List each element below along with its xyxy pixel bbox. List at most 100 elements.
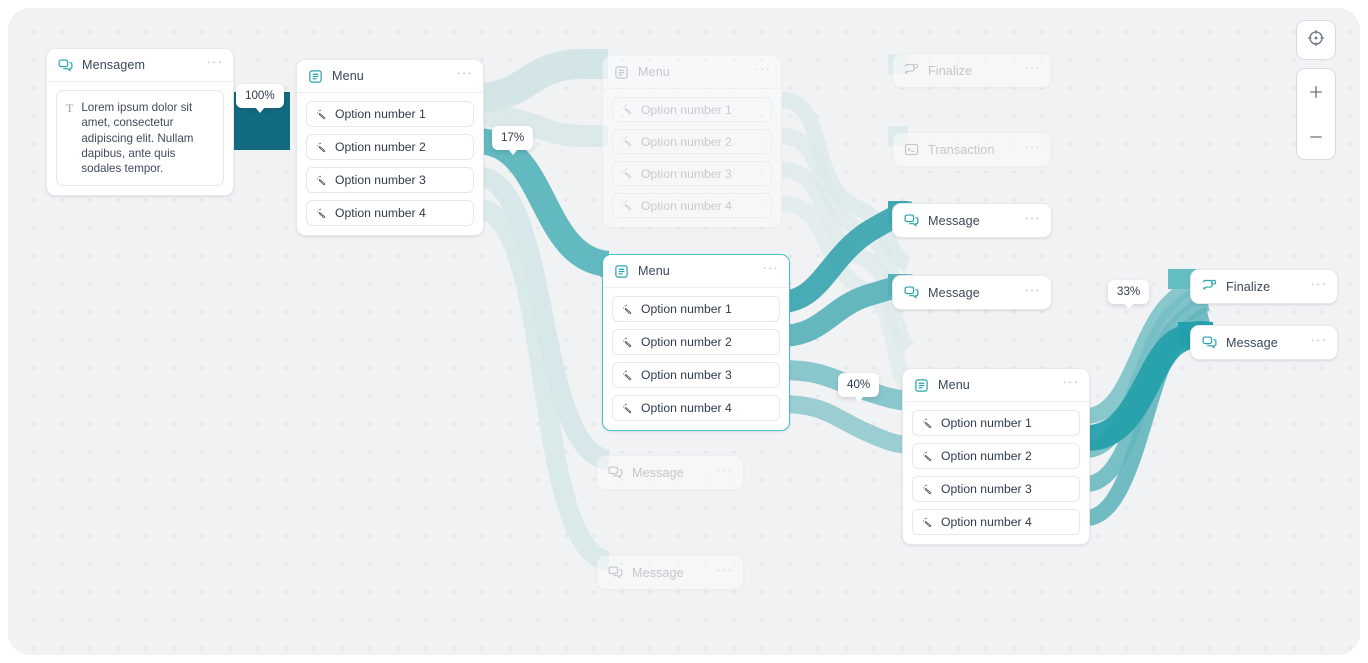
menu-option[interactable]: Option number 2 (612, 329, 780, 355)
node-menu-button[interactable]: ··· (206, 54, 223, 69)
node-body: Option number 1 Option number 2 (603, 89, 781, 227)
node-header: Message ··· (597, 556, 743, 589)
chat-check-icon (1202, 279, 1217, 294)
sparkle-icon (316, 109, 327, 120)
message-text-box[interactable]: T Lorem ipsum dolor sit amet, consectetu… (56, 90, 224, 187)
menu-option[interactable]: Option number 3 (612, 362, 780, 388)
node-header: Menu ··· (297, 60, 483, 93)
menu-option[interactable]: Option number 1 (612, 296, 780, 322)
sparkle-icon (622, 200, 633, 211)
node-header: Finalize ··· (893, 54, 1051, 87)
node-menu-button[interactable]: ··· (716, 461, 733, 477)
menu-option-label: Option number 3 (641, 368, 732, 382)
menu-option[interactable]: Option number 4 (612, 193, 772, 218)
node-header: Transaction ··· (893, 133, 1051, 166)
node-menu-button[interactable]: ··· (1024, 138, 1041, 154)
menu-option[interactable]: Option number 2 (612, 129, 772, 154)
menu-list-icon (614, 65, 629, 80)
node-menu-button[interactable]: ··· (1062, 374, 1079, 389)
edge-percent-badge-33[interactable]: 33% (1108, 280, 1150, 309)
menu-option[interactable]: Option number 3 (612, 161, 772, 186)
sparkle-icon (922, 451, 933, 462)
menu-option[interactable]: Option number 3 (912, 476, 1080, 502)
menu-option-label: Option number 4 (335, 206, 426, 220)
node-menu-2[interactable]: Menu ··· Option number 1 (602, 55, 782, 228)
node-header: Menu ··· (603, 255, 789, 288)
node-menu-button[interactable]: ··· (1310, 331, 1327, 347)
node-menu-button[interactable]: ··· (754, 61, 771, 76)
node-title: Message (928, 213, 980, 228)
menu-option-label: Option number 3 (335, 173, 426, 187)
node-title: Message (928, 285, 980, 300)
node-mensagem[interactable]: Mensagem ··· T Lorem ipsum dolor sit ame… (46, 48, 234, 197)
chat-bubbles-icon (904, 285, 919, 300)
menu-option-label: Option number 1 (941, 416, 1032, 430)
edge-percent-badge-100[interactable]: 100% (236, 84, 284, 113)
sparkle-icon (622, 104, 633, 115)
node-menu-button[interactable]: ··· (456, 65, 473, 80)
node-menu-3[interactable]: Menu ··· Option number 1 (602, 254, 790, 431)
node-body: Option number 1 Option number 2 (297, 93, 483, 235)
menu-option-label: Option number 1 (641, 102, 732, 117)
menu-option[interactable]: Option number 1 (306, 101, 474, 127)
menu-list-icon (614, 264, 629, 279)
menu-option[interactable]: Option number 4 (306, 200, 474, 226)
edge-percent-badge-17[interactable]: 17% (492, 126, 534, 155)
menu-option[interactable]: Option number 2 (912, 443, 1080, 469)
node-menu-button[interactable]: ··· (1024, 209, 1041, 225)
node-header: Message ··· (1191, 326, 1337, 359)
terminal-window-icon (904, 142, 919, 157)
node-menu-button[interactable]: ··· (762, 260, 779, 275)
node-menu-button[interactable]: ··· (1024, 59, 1041, 75)
node-body: T Lorem ipsum dolor sit amet, consectetu… (47, 82, 233, 195)
node-header: Mensagem ··· (47, 49, 233, 82)
node-finalize-1[interactable]: Finalize ··· (892, 53, 1052, 88)
sparkle-icon (922, 418, 933, 429)
node-title: Transaction (928, 142, 995, 157)
menu-option[interactable]: Option number 4 (612, 395, 780, 421)
node-menu-4[interactable]: Menu ··· Option number 1 (902, 368, 1090, 545)
node-message-c[interactable]: Message ··· (596, 455, 744, 490)
node-message-e[interactable]: Message ··· (1190, 325, 1338, 360)
node-finalize-2[interactable]: Finalize ··· (1190, 269, 1338, 304)
node-body: Option number 1 Option number 2 (903, 402, 1089, 544)
menu-option-label: Option number 3 (941, 482, 1032, 496)
node-message-a[interactable]: Message ··· (892, 203, 1052, 238)
zoom-out-button[interactable] (1297, 115, 1335, 159)
menu-option-label: Option number 4 (641, 198, 732, 213)
flow-canvas[interactable]: Mensagem ··· T Lorem ipsum dolor sit ame… (8, 8, 1360, 655)
chat-bubbles-icon (1202, 335, 1217, 350)
menu-option[interactable]: Option number 3 (306, 167, 474, 193)
menu-option-label: Option number 4 (641, 401, 732, 415)
node-menu-button[interactable]: ··· (716, 561, 733, 577)
menu-option[interactable]: Option number 4 (912, 509, 1080, 535)
node-message-d[interactable]: Message ··· (596, 555, 744, 590)
zoom-in-button[interactable] (1297, 70, 1335, 114)
chat-bubbles-icon (58, 58, 73, 73)
node-title: Message (632, 465, 684, 480)
sparkle-icon (622, 304, 633, 315)
edge-percent-badge-40[interactable]: 40% (838, 373, 880, 402)
menu-option-label: Option number 2 (335, 140, 426, 154)
crosshair-target-icon (1306, 28, 1326, 53)
menu-option-label: Option number 4 (941, 515, 1032, 529)
node-title: Mensagem (82, 58, 146, 72)
chat-bubbles-icon (608, 465, 623, 480)
menu-option-label: Option number 2 (941, 449, 1032, 463)
fit-to-screen-button[interactable] (1296, 20, 1336, 60)
sparkle-icon (622, 136, 633, 147)
sparkle-icon (622, 337, 633, 348)
node-title: Menu (938, 378, 970, 392)
node-transaction[interactable]: Transaction ··· (892, 132, 1052, 167)
menu-option[interactable]: Option number 1 (612, 97, 772, 122)
node-header: Finalize ··· (1191, 270, 1337, 303)
node-message-b[interactable]: Message ··· (892, 275, 1052, 310)
node-menu-button[interactable]: ··· (1310, 275, 1327, 291)
zoom-controls[interactable] (1296, 68, 1336, 160)
node-header: Message ··· (597, 456, 743, 489)
menu-list-icon (914, 378, 929, 393)
menu-option[interactable]: Option number 1 (912, 410, 1080, 436)
node-menu-button[interactable]: ··· (1024, 281, 1041, 297)
menu-option[interactable]: Option number 2 (306, 134, 474, 160)
node-menu-1[interactable]: Menu ··· Option number 1 (296, 59, 484, 236)
